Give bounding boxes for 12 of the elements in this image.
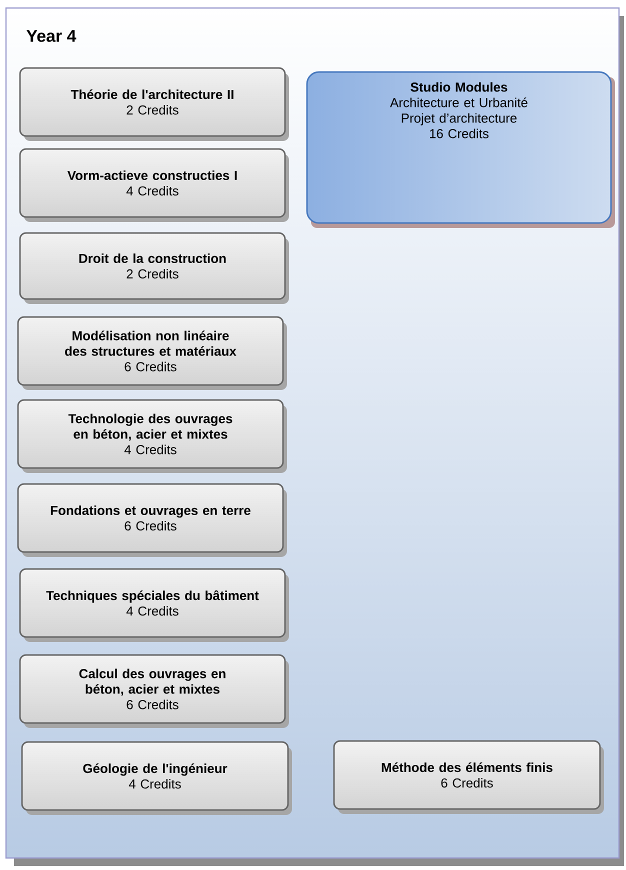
- course-box: Technologie des ouvrages en béton, acier et mixtes 4 Credits: [17, 399, 287, 473]
- course-box: Techniques spéciales du bâtiment 4 Credits: [19, 568, 289, 642]
- course-box: Modélisation non linéaire des structures et matériaux 6 Credits: [17, 316, 287, 390]
- course-box: Vorm-actieve constructies I 4 Credits: [19, 148, 289, 222]
- module-card: Studio Modules Architecture et Urbanité Projet d’architecture 16 Credits: [306, 71, 615, 228]
- course-box: Droit de la construction 2 Credits: [19, 232, 289, 304]
- panel-title: Year 4: [26, 30, 76, 42]
- course-box: Calcul des ouvrages en béton, acier et mixtes 6 Credits: [19, 654, 289, 728]
- course-box: Méthode des éléments finis 6 Credits: [333, 740, 604, 814]
- course-box: Fondations et ouvrages en terre 6 Credits: [17, 483, 287, 557]
- course-box: Géologie de l'ingénieur 4 Credits: [21, 741, 292, 815]
- course-box: Théorie de l'architecture II 2 Credits: [19, 67, 289, 141]
